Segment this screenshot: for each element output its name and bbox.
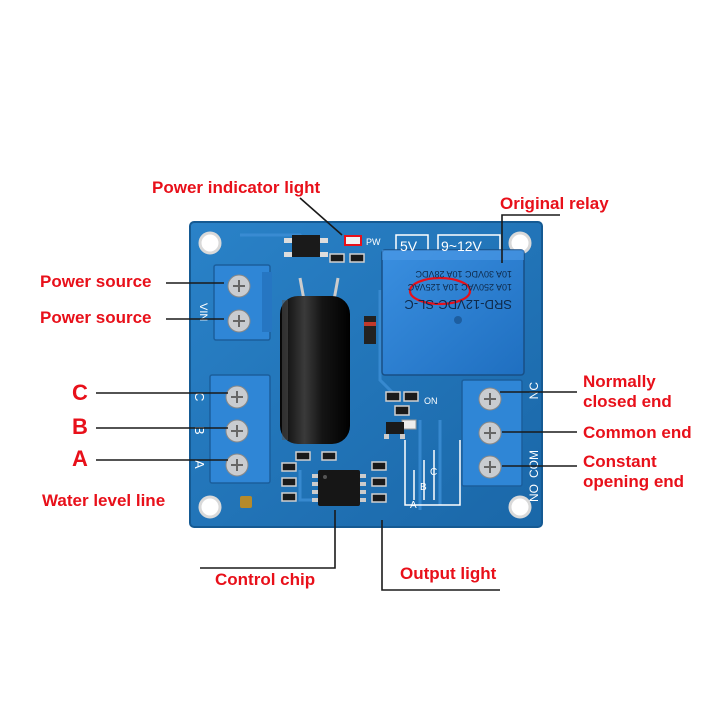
callout-probe-a: A [72, 446, 88, 471]
control-chip [312, 470, 366, 506]
transistor-top [284, 235, 328, 257]
silk-probe-b: B [420, 482, 427, 493]
relay-rating-line-2: 10A 30VDC 10A 28VDC [415, 269, 512, 279]
terminal-block-abc [209, 374, 271, 484]
relay-model-text: SRD-12VDC-SL-C [404, 297, 512, 312]
silk-on: ON [424, 396, 438, 406]
relay-highlight-ellipse [408, 276, 472, 306]
transistor-output [384, 422, 405, 439]
callout-output-light: Output light [400, 564, 497, 583]
silk-b: B [192, 426, 207, 435]
mounting-holes [198, 231, 532, 519]
callout-control-chip: Control chip [215, 570, 316, 589]
silk-9-12v: 9~12V [441, 238, 483, 254]
silk-c: C [192, 392, 207, 401]
callout-normally-closed-end: Normally closed end [583, 372, 672, 411]
callout-water-level-line: Water level line [42, 491, 166, 510]
capacitor [280, 277, 350, 444]
callout-power-source-2: Power source [40, 308, 152, 327]
callout-power-indicator-light: Power indicator light [152, 178, 321, 197]
power-led [344, 235, 362, 246]
silk-no: NO [527, 484, 541, 502]
smd-resistors-bottom [281, 451, 387, 503]
relay-rating-line-1: 10A 250VAC 10A 125VAC [407, 282, 512, 292]
silk-a: A [192, 460, 207, 469]
silk-com: COM [527, 450, 541, 478]
silk-vin: VIN [197, 303, 209, 321]
resistors-top [329, 253, 365, 263]
callout-original-relay: Original relay [500, 194, 609, 213]
silk-probe-a: A [410, 500, 417, 511]
silk-5v: 5V [400, 238, 418, 254]
callout-power-source-1: Power source [40, 272, 152, 291]
callout-leaders [96, 197, 577, 591]
callout-probe-c: C [72, 380, 88, 405]
silk-probe-c: C [430, 467, 437, 478]
callout-probe-b: B [72, 414, 88, 439]
silk-nc: NC [527, 382, 541, 400]
diode [364, 316, 376, 344]
test-pad [240, 496, 252, 508]
callout-constant-opening-end: Constant opening end [583, 452, 685, 491]
water-level-symbol [404, 440, 461, 506]
output-led [401, 419, 417, 430]
terminal-block-vin [213, 264, 272, 341]
callout-common-end: Common end [583, 423, 692, 442]
terminal-block-relay-out [461, 379, 523, 487]
silk-pw: PW [366, 237, 381, 247]
smd-cluster-on [385, 391, 419, 416]
